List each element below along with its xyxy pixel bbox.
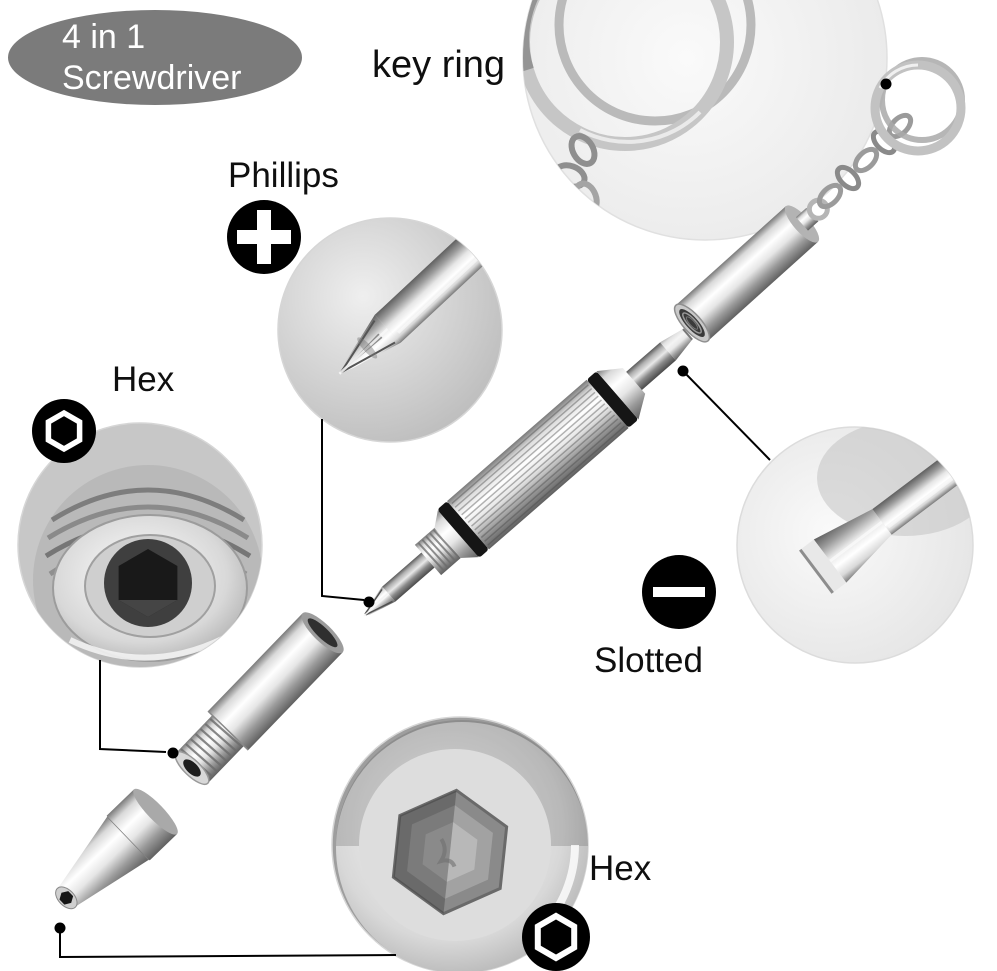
- slotted-icon: [642, 555, 716, 629]
- key-ring: [870, 57, 966, 156]
- sleeve-hex-hole: [183, 759, 201, 777]
- slotted-bit-zoom: [799, 445, 973, 594]
- hex-upper-marker-dot: [167, 747, 179, 759]
- key-ring-marker-dot: [880, 78, 892, 90]
- driver-body-part: [363, 328, 693, 617]
- cone-tip-part: [55, 788, 178, 910]
- slotted-marker-dot: [677, 365, 689, 377]
- hex-lower-inset: [331, 716, 589, 971]
- label-phillips: Phillips: [228, 156, 339, 195]
- label-hex-upper: Hex: [112, 360, 175, 399]
- grip-o-ring-lower: [438, 502, 488, 557]
- leader-lines: [59, 370, 771, 959]
- phillips-inset: [277, 217, 503, 443]
- label-slotted: Slotted: [594, 641, 703, 680]
- grip-o-ring-upper: [587, 372, 638, 427]
- hex-lower-marker-dot: [54, 922, 66, 934]
- phillips-icon: [227, 200, 301, 274]
- keychain-chain: [816, 112, 914, 210]
- label-key-ring: key ring: [372, 44, 506, 86]
- hex-upper-inset: [17, 422, 263, 668]
- threaded-sleeve-part: [174, 612, 344, 786]
- badge-line1: 4 in 1: [62, 17, 146, 56]
- cap-chain-loop: [806, 197, 830, 221]
- cone-hex-hole: [59, 891, 74, 905]
- label-hex-lower: Hex: [589, 849, 652, 888]
- hex-upper-icon: [32, 399, 96, 463]
- cap-threaded-mouth: [679, 309, 705, 337]
- slotted-inset: [736, 426, 974, 664]
- phillips-marker-dot: [363, 596, 375, 608]
- product-badge: 4 in 1 Screwdriver: [8, 10, 302, 105]
- hex-lower-icon: [522, 903, 590, 971]
- hex-socket-zoom-large: [391, 788, 509, 916]
- slotted-shaft: [626, 342, 676, 390]
- leader-dots: [54, 78, 892, 934]
- cap-sleeve-part: [673, 197, 830, 343]
- knurled-grip: [447, 379, 629, 550]
- sleeve-open-end: [307, 618, 338, 648]
- badge-line2: Screwdriver: [62, 58, 242, 97]
- phillips-bit: [382, 552, 435, 602]
- hex-socket-zoom: [118, 549, 178, 617]
